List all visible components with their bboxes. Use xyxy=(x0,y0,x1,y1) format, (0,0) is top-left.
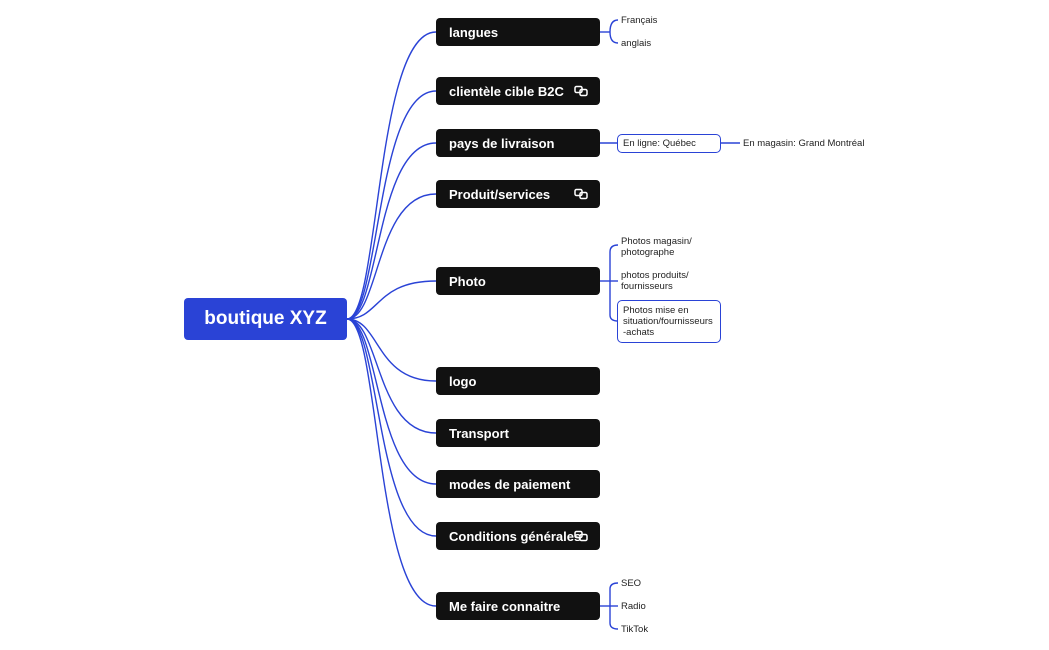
branch-photo[interactable]: Photo xyxy=(436,267,600,295)
branch-conditions-generales[interactable]: Conditions générales xyxy=(436,522,600,550)
branch-langues[interactable]: langues xyxy=(436,18,600,46)
branch-label: Me faire connaitre xyxy=(449,598,561,614)
leaf-en-ligne-quebec[interactable]: En ligne: Québec xyxy=(617,134,721,153)
branch-label: Conditions générales xyxy=(449,528,582,544)
root-node[interactable]: boutique XYZ xyxy=(184,298,347,340)
leaf-radio[interactable]: Radio xyxy=(621,601,646,612)
leaf-photos-mise-en-situation[interactable]: Photos mise en situation/fournisseurs -a… xyxy=(617,300,721,343)
branch-label: Photo xyxy=(449,273,486,289)
leaf-francais[interactable]: Français xyxy=(621,15,658,26)
branch-label: Produit/services xyxy=(449,186,551,202)
branch-label: pays de livraison xyxy=(449,135,555,151)
branch-label: modes de paiement xyxy=(449,476,571,492)
leaf-seo[interactable]: SEO xyxy=(621,578,642,589)
link-icon[interactable] xyxy=(574,188,588,200)
leaf-anglais[interactable]: anglais xyxy=(621,38,652,49)
link-icon[interactable] xyxy=(574,85,588,97)
leaf-en-magasin[interactable]: En magasin: Grand Montréal xyxy=(743,138,865,149)
branch-logo[interactable]: logo xyxy=(436,367,600,395)
leaf-tiktok[interactable]: TikTok xyxy=(621,624,649,635)
branch-modes-de-paiement[interactable]: modes de paiement xyxy=(436,470,600,498)
branch-pays-de-livraison[interactable]: pays de livraison xyxy=(436,129,600,157)
link-icon[interactable] xyxy=(574,530,588,542)
branch-label: Transport xyxy=(449,425,509,441)
branch-label: logo xyxy=(449,373,477,389)
branch-transport[interactable]: Transport xyxy=(436,419,600,447)
leaf-photos-magasin[interactable]: Photos magasin/ photographe xyxy=(621,236,692,258)
branch-clientele-cible[interactable]: clientèle cible B2C xyxy=(436,77,600,105)
leaf-photos-produits[interactable]: photos produits/ fournisseurs xyxy=(621,270,689,292)
branch-produit-services[interactable]: Produit/services xyxy=(436,180,600,208)
branch-label: langues xyxy=(449,24,499,40)
branch-me-faire-connaitre[interactable]: Me faire connaitre xyxy=(436,592,600,620)
branch-label: clientèle cible B2C xyxy=(449,83,564,99)
